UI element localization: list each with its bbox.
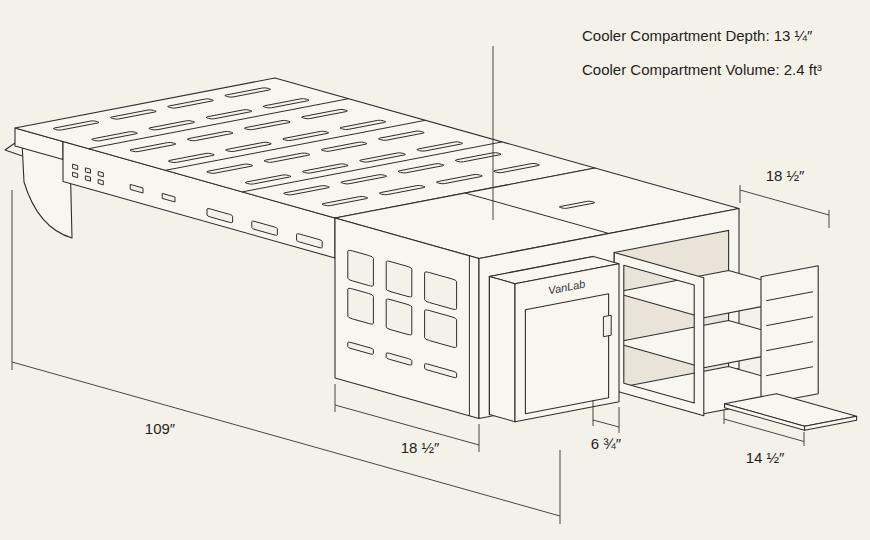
panel-seam — [165, 120, 425, 170]
front-panel — [761, 266, 818, 405]
side-frame — [614, 253, 704, 416]
slot-row — [244, 142, 464, 185]
cooler-front-panel — [515, 264, 619, 422]
panel-seam — [89, 99, 349, 149]
dimension-lines — [12, 46, 829, 524]
dimension-label: 14 ½″ — [744, 449, 787, 467]
slot-row — [282, 152, 502, 195]
extension-line — [593, 400, 594, 426]
window — [386, 260, 412, 297]
cabinet-panel — [335, 218, 479, 419]
leader-line — [493, 46, 494, 220]
slat-line — [766, 342, 813, 351]
dimension-line — [724, 419, 804, 442]
slot — [386, 352, 412, 365]
extension-line — [804, 432, 805, 446]
board-edge — [805, 416, 857, 430]
slot-row — [129, 109, 349, 152]
extension-line — [479, 424, 480, 452]
hole — [85, 176, 90, 181]
cooler-side-panel — [489, 277, 515, 422]
hole — [98, 179, 103, 184]
slot-row — [90, 98, 310, 141]
cooler-frame — [525, 294, 608, 414]
slot — [425, 363, 457, 378]
cutout — [297, 233, 323, 248]
slat-line — [766, 317, 813, 326]
callout-text: Cooler Compartment Depth: 13 ¼″ — [580, 27, 814, 45]
panel-seam — [242, 142, 502, 192]
dimension-label: 18 ½″ — [399, 439, 442, 457]
cutout — [207, 208, 233, 223]
hole — [130, 184, 143, 193]
slot — [348, 342, 374, 355]
cabinet-front — [335, 218, 479, 419]
dimension-label: 18 ½″ — [764, 167, 807, 185]
hole — [162, 193, 175, 202]
dimension-line — [740, 190, 829, 215]
hole — [98, 171, 103, 176]
dimension-line — [12, 362, 560, 516]
extension-line — [619, 407, 620, 433]
cutout — [252, 221, 278, 236]
cooler-front — [515, 264, 619, 422]
cooler-side — [489, 277, 515, 422]
window — [348, 250, 374, 287]
lid-seam — [465, 193, 609, 234]
callout-text: Cooler Compartment Volume: 2.4 ft³ — [580, 61, 824, 79]
extension-line — [740, 185, 741, 203]
drawer-front — [761, 266, 818, 405]
slot-row — [52, 88, 272, 131]
slat-line — [766, 292, 813, 301]
board-edge — [725, 404, 805, 431]
extension-line — [829, 210, 830, 228]
cooler-latch — [603, 315, 611, 337]
dimension-line — [593, 420, 619, 427]
window — [348, 288, 374, 325]
dimension-label: 6 ¾″ — [589, 435, 623, 453]
extension-line — [724, 410, 725, 424]
window — [425, 309, 457, 348]
panel-edge — [469, 256, 470, 416]
window — [425, 271, 457, 310]
window — [386, 298, 412, 335]
extension-line — [335, 384, 336, 412]
dimension-label: 109″ — [143, 420, 177, 438]
hole — [73, 164, 78, 169]
extension-line — [12, 190, 13, 370]
extension-line — [560, 450, 561, 524]
lid-handle — [558, 201, 596, 209]
drawer-side — [614, 253, 704, 416]
slot-row — [205, 131, 425, 174]
hole — [73, 172, 78, 177]
slat-line — [766, 367, 813, 376]
hole — [85, 168, 90, 173]
slot-row — [167, 120, 387, 163]
